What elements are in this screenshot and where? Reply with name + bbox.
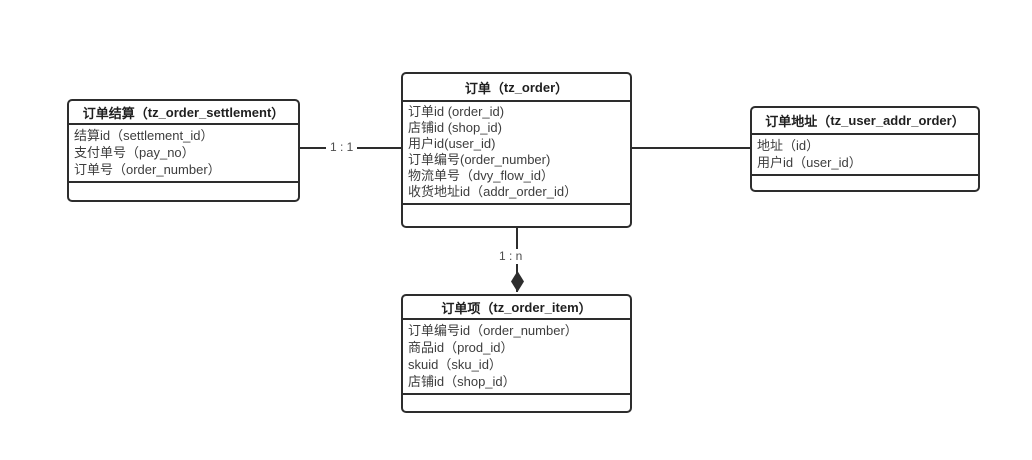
paren-open: （ — [480, 300, 494, 316]
entity-box-user-addr-order[interactable]: 订单地址（tz_user_addr_order） 地址（id） 用户id（use… — [750, 106, 980, 192]
field-row: 订单id (order_id) — [408, 104, 505, 119]
entity-fields: 地址（id） 用户id（user_id） — [752, 135, 978, 176]
field-row: 支付单号（pay_no） — [74, 145, 195, 160]
field-row: 结算id（settlement_id） — [74, 128, 214, 143]
entity-title: 订单地址（tz_user_addr_order） — [752, 108, 978, 135]
entity-fields: 结算id（settlement_id） 支付单号（pay_no） 订单号（ord… — [69, 125, 298, 183]
field-row: 店铺id（shop_id） — [408, 374, 516, 389]
multiplicity-label-1-1: 1 : 1 — [326, 140, 358, 155]
field-row: 订单编号(order_number) — [408, 152, 551, 167]
entity-box-order-settlement[interactable]: 订单结算（tz_order_settlement） 结算id（settlemen… — [67, 99, 300, 202]
field-row: 店铺id (shop_id) — [408, 120, 502, 135]
entity-title: 订单（tz_order） — [403, 74, 630, 102]
entity-table-name: tz_order — [503, 79, 556, 95]
entity-fields: 订单编号id（order_number） 商品id（prod_id） skuid… — [403, 320, 630, 395]
field-row: 物流单号（dvy_flow_id） — [408, 168, 554, 183]
entity-title: 订单项（tz_order_item） — [403, 296, 630, 320]
entity-empty-section — [403, 395, 630, 411]
entity-table-name: tz_order_item — [493, 299, 579, 315]
paren-close: ） — [555, 80, 569, 96]
entity-empty-section — [752, 176, 978, 190]
entity-name: 订单项 — [441, 300, 481, 316]
paren-open: （ — [817, 114, 831, 129]
field-row: skuid（sku_id） — [408, 357, 502, 372]
entity-box-order[interactable]: 订单（tz_order） 订单id (order_id) 店铺id (shop_… — [401, 72, 632, 228]
entity-name: 订单 — [464, 80, 491, 96]
multiplicity-label-1-n: 1 : n — [495, 249, 527, 264]
field-row: 收货地址id（addr_order_id） — [408, 184, 578, 199]
field-row: 商品id（prod_id） — [408, 340, 514, 355]
entity-name: 订单地址 — [765, 114, 818, 129]
entity-table-name: tz_user_addr_order — [830, 113, 952, 128]
entity-table-name: tz_order_settlement — [147, 104, 272, 120]
paren-close: ） — [271, 105, 285, 121]
field-row: 订单编号id（order_number） — [408, 323, 578, 338]
paren-open: （ — [134, 105, 148, 121]
entity-fields: 订单id (order_id) 店铺id (shop_id) 用户id(user… — [403, 102, 630, 205]
field-row: 订单号（order_number） — [74, 162, 221, 177]
paren-open: （ — [490, 80, 504, 96]
entity-title: 订单结算（tz_order_settlement） — [69, 101, 298, 125]
entity-name: 订单结算 — [82, 105, 135, 121]
field-row: 用户id（user_id） — [757, 155, 862, 170]
entity-empty-section — [403, 205, 630, 226]
connector-order-addr — [632, 147, 750, 149]
paren-close: ） — [578, 300, 592, 316]
field-row: 用户id(user_id) — [408, 136, 496, 151]
entity-empty-section — [69, 183, 298, 200]
entity-box-order-item[interactable]: 订单项（tz_order_item） 订单编号id（order_number） … — [401, 294, 632, 413]
diamond-arrowhead-icon — [511, 271, 524, 292]
paren-close: ） — [951, 114, 965, 129]
field-row: 地址（id） — [757, 138, 820, 153]
